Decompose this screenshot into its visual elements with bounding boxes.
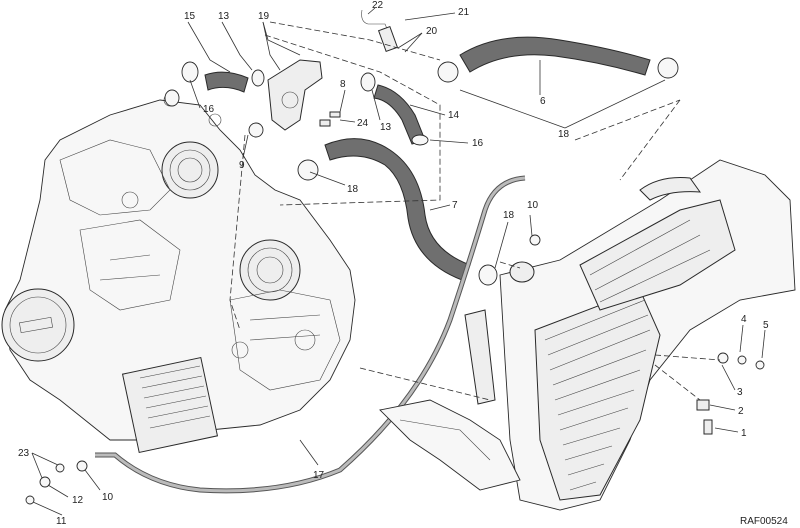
clamps xyxy=(25,57,765,505)
return-hose xyxy=(464,309,496,405)
callout-18b: 18 xyxy=(347,184,359,195)
callout-9: 9 xyxy=(239,160,245,171)
callout-16b: 16 xyxy=(203,104,215,115)
callout-13: 13 xyxy=(218,11,230,22)
callout-8: 8 xyxy=(340,79,346,90)
callout-6: 6 xyxy=(540,96,546,107)
callout-17: 17 xyxy=(313,470,325,481)
callout-4: 4 xyxy=(741,314,747,325)
callout-12: 12 xyxy=(72,495,84,506)
dashed-assembly-lines xyxy=(229,21,721,401)
sensor-22 xyxy=(361,9,399,53)
callout-18: 18 xyxy=(558,129,570,140)
hose-14 xyxy=(373,84,426,145)
callout-21: 21 xyxy=(458,7,470,18)
callout-16: 16 xyxy=(472,138,484,149)
callout-24: 24 xyxy=(357,118,369,129)
callout-20: 20 xyxy=(426,26,438,37)
callout-19: 19 xyxy=(258,11,270,22)
callout-3: 3 xyxy=(737,387,743,398)
engine-block xyxy=(1,93,356,454)
hose-15 xyxy=(204,71,249,93)
callout-22: 22 xyxy=(372,0,384,11)
callout-1: 1 xyxy=(741,428,747,439)
callout-7: 7 xyxy=(452,200,458,211)
leader-lines xyxy=(31,7,766,516)
callout-numbers: 15 13 19 22 21 20 8 24 14 13 16 6 18 16 … xyxy=(18,0,769,527)
callout-13b: 13 xyxy=(380,122,392,133)
callout-10: 10 xyxy=(527,200,539,211)
hose-7 xyxy=(324,138,471,281)
drawing-code: RAF00524 xyxy=(740,516,788,527)
callout-10b: 10 xyxy=(102,492,114,503)
callout-14: 14 xyxy=(448,110,460,121)
radiator xyxy=(379,159,796,511)
callout-18c: 18 xyxy=(503,210,515,221)
thermostat-housing-19 xyxy=(267,59,323,131)
callout-11: 11 xyxy=(56,516,67,527)
callout-23: 23 xyxy=(18,448,30,459)
callout-5: 5 xyxy=(763,320,769,331)
callout-2: 2 xyxy=(738,406,744,417)
callout-15: 15 xyxy=(184,11,196,22)
hose-6 xyxy=(459,36,651,76)
